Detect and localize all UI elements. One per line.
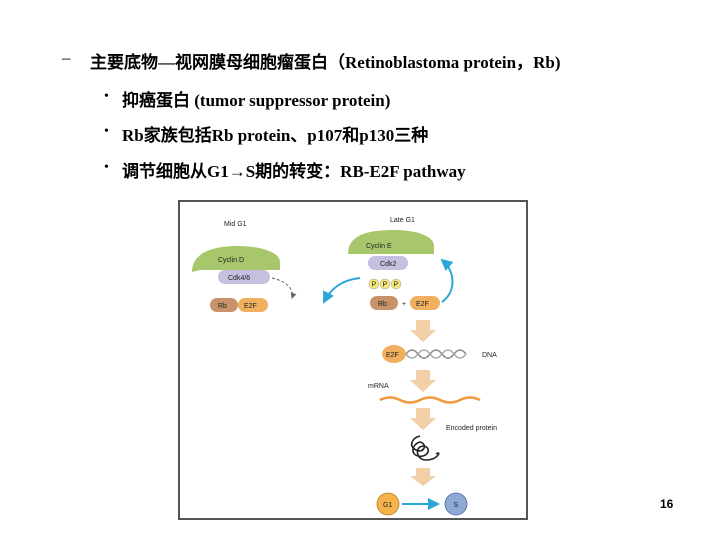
cdk46-pill	[218, 270, 270, 284]
e2f-pill-mid	[238, 298, 268, 312]
e2f-pill-late	[410, 296, 440, 310]
phosphate-1-label: P	[372, 282, 377, 289]
bullet-mark: •	[104, 124, 109, 139]
e2f-on-dna	[382, 345, 406, 363]
mid-to-late-arrow	[271, 277, 297, 299]
rb-label-mid: Rb	[218, 303, 227, 310]
list-dash: –	[62, 48, 71, 67]
bullet-mark: •	[104, 89, 109, 104]
page-number: 16	[660, 497, 674, 511]
phosphate-2-label: P	[383, 282, 388, 289]
mrna-strand	[379, 396, 481, 404]
bullet-g1-s-transition: 调节细胞从G1→S期的转变：RB-E2F pathway	[122, 162, 466, 181]
rb-e2f-pathway-figure: Mid G1 Cyclin D Cdk4/6 Rb E2F Late G1 Cy…	[178, 200, 528, 520]
phosphate-2	[379, 278, 391, 290]
down-arrow-1	[410, 320, 436, 342]
bullet-mark: •	[104, 160, 109, 175]
down-arrow-2	[410, 370, 436, 392]
dna-label: DNA	[482, 352, 497, 359]
cyclin-d-shape	[192, 246, 280, 272]
mrna-label: mRNA	[368, 383, 389, 390]
feedback-arrow-left	[323, 277, 361, 304]
phosphate-3-label: P	[394, 282, 399, 289]
cdk2-label: Cdk2	[380, 261, 396, 268]
cdk46-label: Cdk4/6	[228, 275, 250, 282]
feedback-arrow-right	[440, 258, 454, 303]
s-label: S	[454, 502, 459, 509]
plus-sign: +	[402, 301, 406, 308]
e2f-label-mid: E2F	[244, 303, 257, 310]
down-arrow-3	[410, 408, 436, 430]
encoded-protein-label: Encoded protein	[446, 425, 497, 432]
main-heading: 主要底物—视网膜母细胞瘤蛋白（Retinoblastoma protein，Rb…	[90, 53, 561, 72]
bullet-tumor-suppressor: 抑癌蛋白 (tumor suppressor protein)	[122, 91, 391, 110]
late-g1-label: Late G1	[390, 217, 415, 224]
dna-helix-2	[405, 349, 467, 359]
rb-label-late: Rb	[378, 301, 387, 308]
cyclin-e-shape	[348, 230, 434, 254]
e2f-dna-label: E2F	[386, 352, 399, 359]
dna-helix	[405, 349, 467, 359]
rb-pill-late	[370, 296, 398, 310]
rb-pill-mid	[210, 298, 238, 312]
protein-coil	[410, 435, 440, 461]
phosphate-1	[368, 278, 380, 290]
cyclin-d-label: Cyclin D	[218, 257, 244, 264]
cdk2-pill	[368, 256, 408, 270]
g1-circle	[376, 492, 400, 516]
mid-g1-label: Mid G1	[224, 221, 247, 228]
e2f-label-late: E2F	[416, 301, 429, 308]
phosphate-3	[390, 278, 402, 290]
g1-label: G1	[383, 502, 392, 509]
down-arrow-4	[410, 468, 436, 486]
s-circle	[444, 492, 468, 516]
pathway-diagram: Mid G1 Cyclin D Cdk4/6 Rb E2F Late G1 Cy…	[192, 217, 497, 516]
cyclin-e-label: Cyclin E	[366, 243, 392, 250]
bullet-rb-family: Rb家族包括Rb protein、p107和p130三种	[122, 126, 429, 145]
